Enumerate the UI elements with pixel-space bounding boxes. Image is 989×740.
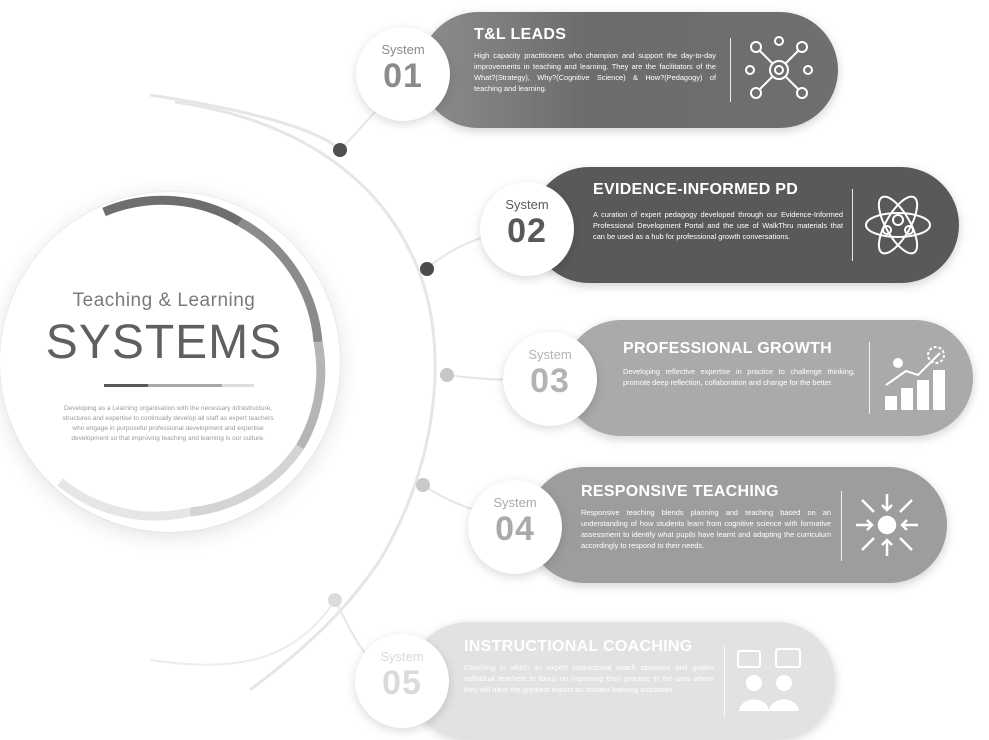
hub-description: Developing as a Learning organisation wi… bbox=[62, 405, 274, 442]
system-badge-label: System bbox=[528, 347, 572, 362]
system-badge-number: 04 bbox=[495, 510, 535, 548]
system-badge-number: 05 bbox=[382, 664, 422, 702]
card-separator bbox=[869, 342, 870, 414]
system-description: Developing reflective expertise in pract… bbox=[623, 367, 855, 387]
coaching-icon bbox=[737, 648, 801, 712]
system-card-05: INSTRUCTIONAL COACHING Coaching in which… bbox=[410, 622, 835, 738]
system-badge-label: System bbox=[380, 649, 424, 664]
system-card-03: PROFESSIONAL GROWTH Developing reflectiv… bbox=[563, 320, 973, 436]
connector-dot-1 bbox=[333, 143, 347, 157]
system-description: Responsive teaching blends planning and … bbox=[581, 508, 831, 550]
connector-dot-2 bbox=[420, 262, 434, 276]
system-badge-01: System 01 bbox=[356, 27, 450, 121]
connector-dot-4 bbox=[416, 478, 430, 492]
system-description: High capacity practitioners who champion… bbox=[474, 51, 716, 93]
system-title: T&L LEADS bbox=[474, 26, 567, 43]
system-badge-label: System bbox=[381, 42, 425, 57]
arrows-focus-icon bbox=[856, 494, 918, 556]
card-separator bbox=[852, 189, 853, 261]
system-card-01: T&L LEADS High capacity practitioners wh… bbox=[420, 12, 838, 128]
system-title: INSTRUCTIONAL COACHING bbox=[464, 638, 693, 655]
card-separator bbox=[730, 38, 731, 102]
system-badge-number: 01 bbox=[383, 57, 423, 95]
system-badge-number: 03 bbox=[530, 362, 570, 400]
system-card-04: RESPONSIVE TEACHING Responsive teaching … bbox=[527, 467, 947, 583]
system-badge-label: System bbox=[493, 495, 537, 510]
hub-divider bbox=[104, 384, 254, 387]
network-gear-icon bbox=[745, 36, 813, 99]
system-description: Coaching in which an expert instructiona… bbox=[464, 663, 714, 694]
systems-hub bbox=[0, 192, 340, 532]
system-badge-number: 02 bbox=[507, 212, 547, 250]
system-badge-label: System bbox=[505, 197, 549, 212]
system-title: RESPONSIVE TEACHING bbox=[581, 483, 779, 500]
connector-dot-5 bbox=[328, 593, 342, 607]
system-description: A curation of expert pedagogy developed … bbox=[593, 210, 843, 241]
system-badge-02: System 02 bbox=[480, 182, 574, 276]
atom-people-icon bbox=[865, 195, 931, 255]
system-badge-05: System 05 bbox=[355, 634, 449, 728]
connector-dot-3 bbox=[440, 368, 454, 382]
hub-title: SYSTEMS bbox=[45, 316, 283, 369]
system-badge-04: System 04 bbox=[468, 480, 562, 574]
system-card-02: EVIDENCE-INFORMED PD A curation of exper… bbox=[531, 167, 959, 283]
system-title: EVIDENCE-INFORMED PD bbox=[593, 181, 799, 198]
system-title: PROFESSIONAL GROWTH bbox=[623, 340, 832, 357]
hub-progress-ring bbox=[57, 195, 326, 521]
system-badge-03: System 03 bbox=[503, 332, 597, 426]
card-separator bbox=[841, 491, 842, 561]
growth-chart-icon bbox=[885, 346, 945, 410]
hub-subtitle: Teaching & Learning bbox=[72, 290, 256, 311]
card-separator bbox=[724, 646, 725, 716]
